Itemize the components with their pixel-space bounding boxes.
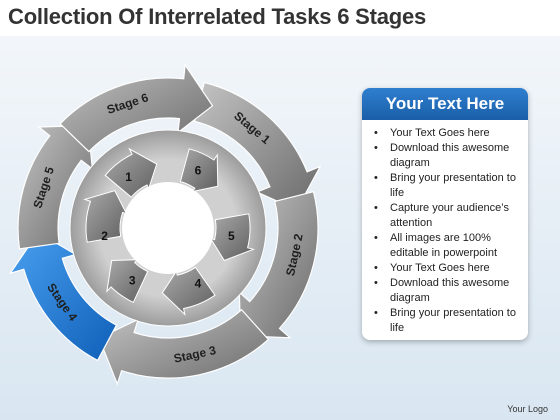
inner-arrow bbox=[104, 147, 158, 198]
step-number: 2 bbox=[101, 229, 108, 243]
panel-bullet-item: Your Text Goes here bbox=[372, 126, 522, 141]
panel-bullet-item: Bring your presentation to life bbox=[372, 171, 522, 201]
panel-bullet-item: Your Text Goes here bbox=[372, 261, 522, 276]
inner-arrow bbox=[161, 266, 216, 316]
step-number: 5 bbox=[228, 229, 235, 243]
stage-arrow bbox=[59, 63, 214, 153]
stage-arrow bbox=[193, 81, 322, 211]
panel-bullet-item: Download this awesome diagram bbox=[372, 276, 522, 306]
text-panel: Your Text Here Your Text Goes here Downl… bbox=[362, 88, 528, 340]
panel-bullet-item: All images are 100% editable in powerpoi… bbox=[372, 231, 522, 261]
panel-bullet-item: Download this awesome diagram bbox=[372, 141, 522, 171]
panel-bullet-item: Capture your audience’s attention bbox=[372, 201, 522, 231]
step-number: 1 bbox=[125, 170, 132, 184]
step-number: 6 bbox=[195, 164, 202, 178]
inner-arrow bbox=[209, 213, 256, 262]
center-hole bbox=[122, 182, 214, 274]
inner-arrow bbox=[83, 190, 128, 243]
logo-text: Your Logo bbox=[507, 404, 548, 414]
inner-arrow bbox=[179, 148, 219, 193]
step-number: 3 bbox=[129, 273, 136, 287]
step-number: 4 bbox=[195, 277, 202, 291]
stage-arrow bbox=[98, 308, 270, 386]
panel-bullet-list: Your Text Goes here Download this awesom… bbox=[362, 120, 528, 336]
inner-arrow bbox=[106, 259, 149, 303]
page-title: Collection Of Interrelated Tasks 6 Stage… bbox=[8, 4, 427, 29]
panel-heading: Your Text Here bbox=[362, 88, 528, 120]
panel-bullet-item: Bring your presentation to life bbox=[372, 306, 522, 336]
